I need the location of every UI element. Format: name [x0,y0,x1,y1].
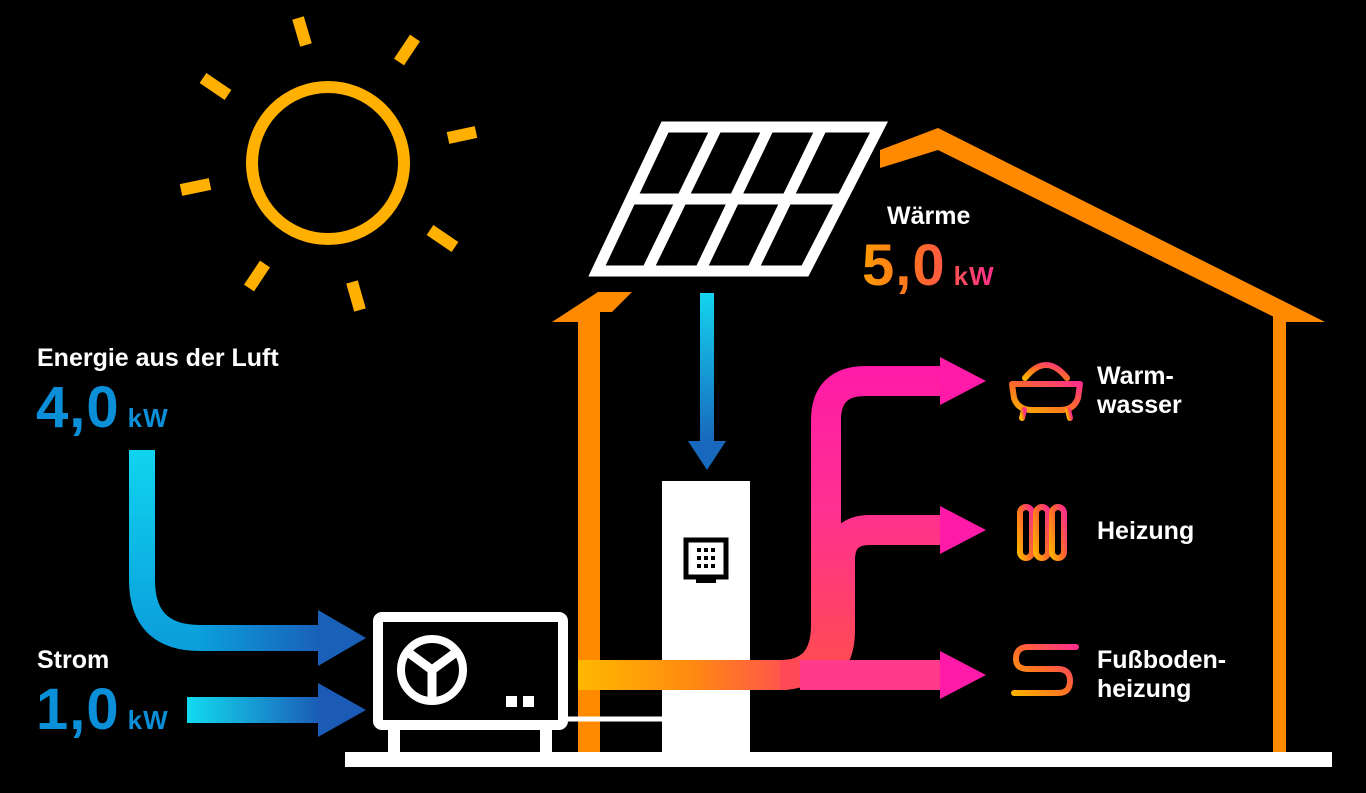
heat-unit: kW [953,261,995,291]
power-arrow [187,683,366,737]
ground-line [345,752,1332,767]
air-energy-arrow [129,450,366,666]
house-outline [552,128,1325,752]
solar-panel-icon [588,121,889,277]
air-energy-number: 4,0 [36,375,120,440]
fan-icon [397,635,467,705]
heat-number: 5,0 [862,233,946,298]
bathtub-icon [1009,347,1083,421]
output-hot-water-line2: wasser [1097,391,1182,419]
air-energy-unit: kW [127,403,169,433]
output-floor-heating-line2: heizung [1097,675,1192,703]
power-label: Strom [37,646,110,674]
control-panel-icon [683,537,729,583]
solar-heat-arrow [688,293,726,470]
heat-output-flows [578,357,986,699]
heat-label: Wärme [887,202,971,230]
power-number: 1,0 [36,677,120,742]
sun-icon [179,16,478,312]
output-hot-water-line1: Warm- [1097,362,1174,390]
outdoor-heat-pump-unit [373,612,568,754]
output-floor-heating-label: Fußboden- heizung [1097,646,1226,704]
output-hot-water-label: Warm- wasser [1097,362,1182,420]
output-heating-label: Heizung [1097,517,1194,546]
power-unit: kW [127,705,169,735]
air-energy-label: Energie aus der Luft [37,344,279,372]
radiator-icon [1005,504,1079,561]
output-floor-heating-line1: Fußboden- [1097,646,1227,674]
floor-heating-icon [1011,644,1079,696]
storage-tank [662,481,750,756]
output-heating-line1: Heizung [1097,517,1195,545]
